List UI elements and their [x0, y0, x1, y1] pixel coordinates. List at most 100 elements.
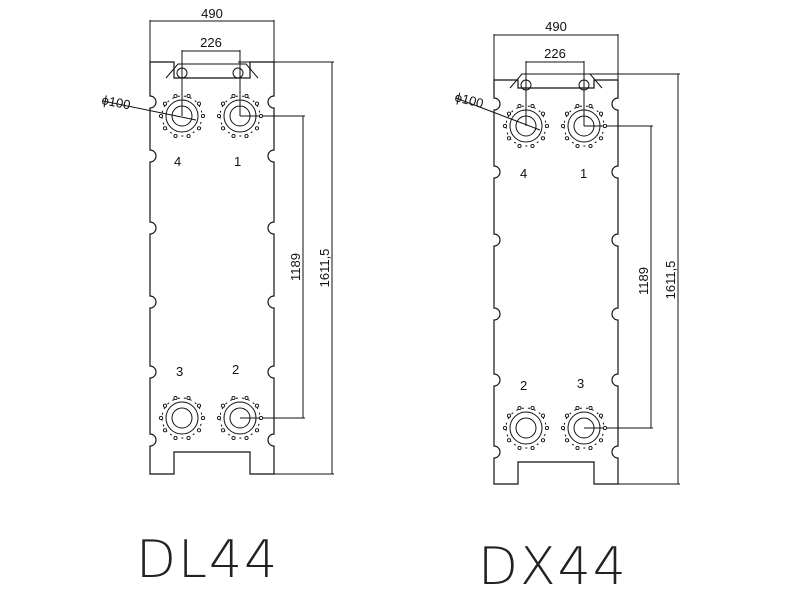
bolt-hole	[254, 403, 260, 408]
bolt-hole	[564, 111, 570, 116]
dl44-model-name: DL44	[136, 530, 279, 590]
bolt-hole	[602, 425, 608, 431]
bolt-hole	[258, 415, 264, 421]
dx44-dim-226-label: 226	[544, 46, 566, 61]
bolt-hole	[254, 126, 260, 131]
bolt-hole	[173, 133, 178, 139]
bolt-hole	[244, 93, 249, 99]
bolt-hole	[540, 111, 546, 116]
bolt-hole	[244, 395, 249, 401]
bolt-hole	[598, 111, 604, 116]
bolt-hole	[575, 445, 580, 451]
bolt-hole	[196, 403, 202, 408]
dx44-port-label-1: 1	[580, 166, 587, 181]
bolt-hole	[196, 428, 202, 433]
bolt-hole	[162, 403, 168, 408]
bolt-hole	[588, 445, 593, 451]
dx44-dim-port-spacing: 226	[525, 46, 585, 126]
bolt-hole	[216, 415, 222, 421]
bolt-hole	[200, 113, 206, 119]
bolt-hole	[598, 413, 604, 418]
dx44-model-name: DX44	[478, 537, 628, 597]
bolt-hole	[200, 415, 206, 421]
dx44-guide-notch	[509, 73, 603, 89]
dx44-drawing: 490 226 ϕ100 1189 1611,5 4 1 2 3 DX44	[453, 19, 680, 597]
bolt-hole	[231, 133, 236, 139]
bolt-hole	[506, 136, 512, 141]
dx44-port-label-3: 3	[577, 376, 584, 391]
bolt-hole	[598, 438, 604, 443]
dx44-dim-1611-label: 1611,5	[663, 261, 678, 300]
bolt-hole	[162, 126, 168, 131]
bolt-hole	[598, 136, 604, 141]
bolt-hole	[588, 143, 593, 149]
dx44-dim-port-height: 1189	[584, 125, 653, 429]
dl44-dim-1611-label: 1611,5	[317, 249, 332, 288]
bolt-hole	[502, 123, 508, 129]
bolt-hole	[231, 435, 236, 441]
bolt-hole	[564, 438, 570, 443]
dx44-dim-port-diameter: ϕ100	[453, 89, 541, 131]
bolt-hole	[588, 103, 593, 109]
bolt-hole	[560, 425, 566, 431]
bolt-hole	[544, 425, 550, 431]
bolt-hole	[540, 438, 546, 443]
dx44-port-label-4: 4	[520, 166, 527, 181]
bolt-hole	[506, 438, 512, 443]
bolt-hole	[216, 113, 222, 119]
dl44-port-label-2: 2	[232, 362, 239, 377]
bolt-hole	[560, 123, 566, 129]
bolt-hole	[517, 143, 522, 149]
bolt-hole	[220, 126, 226, 131]
bolt-hole	[162, 101, 168, 106]
dl44-dim-port-diameter: ϕ100	[100, 92, 197, 121]
dx44-dim-overall-width: 490	[493, 19, 619, 80]
dl44-guide-pin-right	[232, 67, 244, 79]
bolt-hole	[517, 445, 522, 451]
bolt-hole	[254, 101, 260, 106]
dl44-port-label-4: 4	[174, 154, 181, 169]
port-bolts	[158, 93, 608, 451]
bolt-hole	[602, 123, 608, 129]
bolt-hole	[530, 103, 535, 109]
bolt-hole	[173, 435, 178, 441]
bolt-hole	[244, 435, 249, 441]
bolt-hole	[530, 445, 535, 451]
dx44-port-label-2: 2	[520, 378, 527, 393]
dx44-dim-phi100-label: ϕ100	[453, 89, 485, 111]
dx44-dim-1189-label: 1189	[636, 267, 651, 295]
bolt-hole	[196, 126, 202, 131]
bolt-hole	[575, 143, 580, 149]
bolt-hole	[196, 101, 202, 106]
bolt-hole	[186, 395, 191, 401]
bolt-hole	[588, 405, 593, 411]
bolt-hole	[244, 133, 249, 139]
bolt-hole	[186, 435, 191, 441]
bolt-hole	[162, 428, 168, 433]
bolt-hole	[564, 413, 570, 418]
bolt-hole	[502, 425, 508, 431]
bolt-hole	[186, 93, 191, 99]
dl44-dim-1189-label: 1189	[288, 253, 303, 281]
bolt-hole	[231, 93, 236, 99]
bolt-hole	[158, 415, 164, 421]
dl44-dim-226-label: 226	[200, 35, 222, 50]
dl44-drawing: 490 226 ϕ100 1189 1611,5 4	[100, 6, 334, 590]
dx44-port-2	[505, 407, 547, 449]
dl44-dim-overall-width: 490	[149, 6, 275, 62]
bolt-hole	[220, 428, 226, 433]
dl44-dim-port-spacing: 226	[181, 35, 241, 116]
dx44-dim-total-height: 1611,5	[590, 73, 680, 485]
bolt-hole	[575, 103, 580, 109]
bolt-hole	[544, 123, 550, 129]
bolt-hole	[158, 113, 164, 119]
dx44-dim-490-label: 490	[545, 19, 567, 34]
bolt-hole	[517, 405, 522, 411]
bolt-hole	[173, 395, 178, 401]
dl44-dim-phi100-label: ϕ100	[100, 92, 131, 112]
bolt-hole	[540, 136, 546, 141]
bolt-hole	[220, 403, 226, 408]
bolt-hole	[506, 111, 512, 116]
bolt-hole	[530, 405, 535, 411]
